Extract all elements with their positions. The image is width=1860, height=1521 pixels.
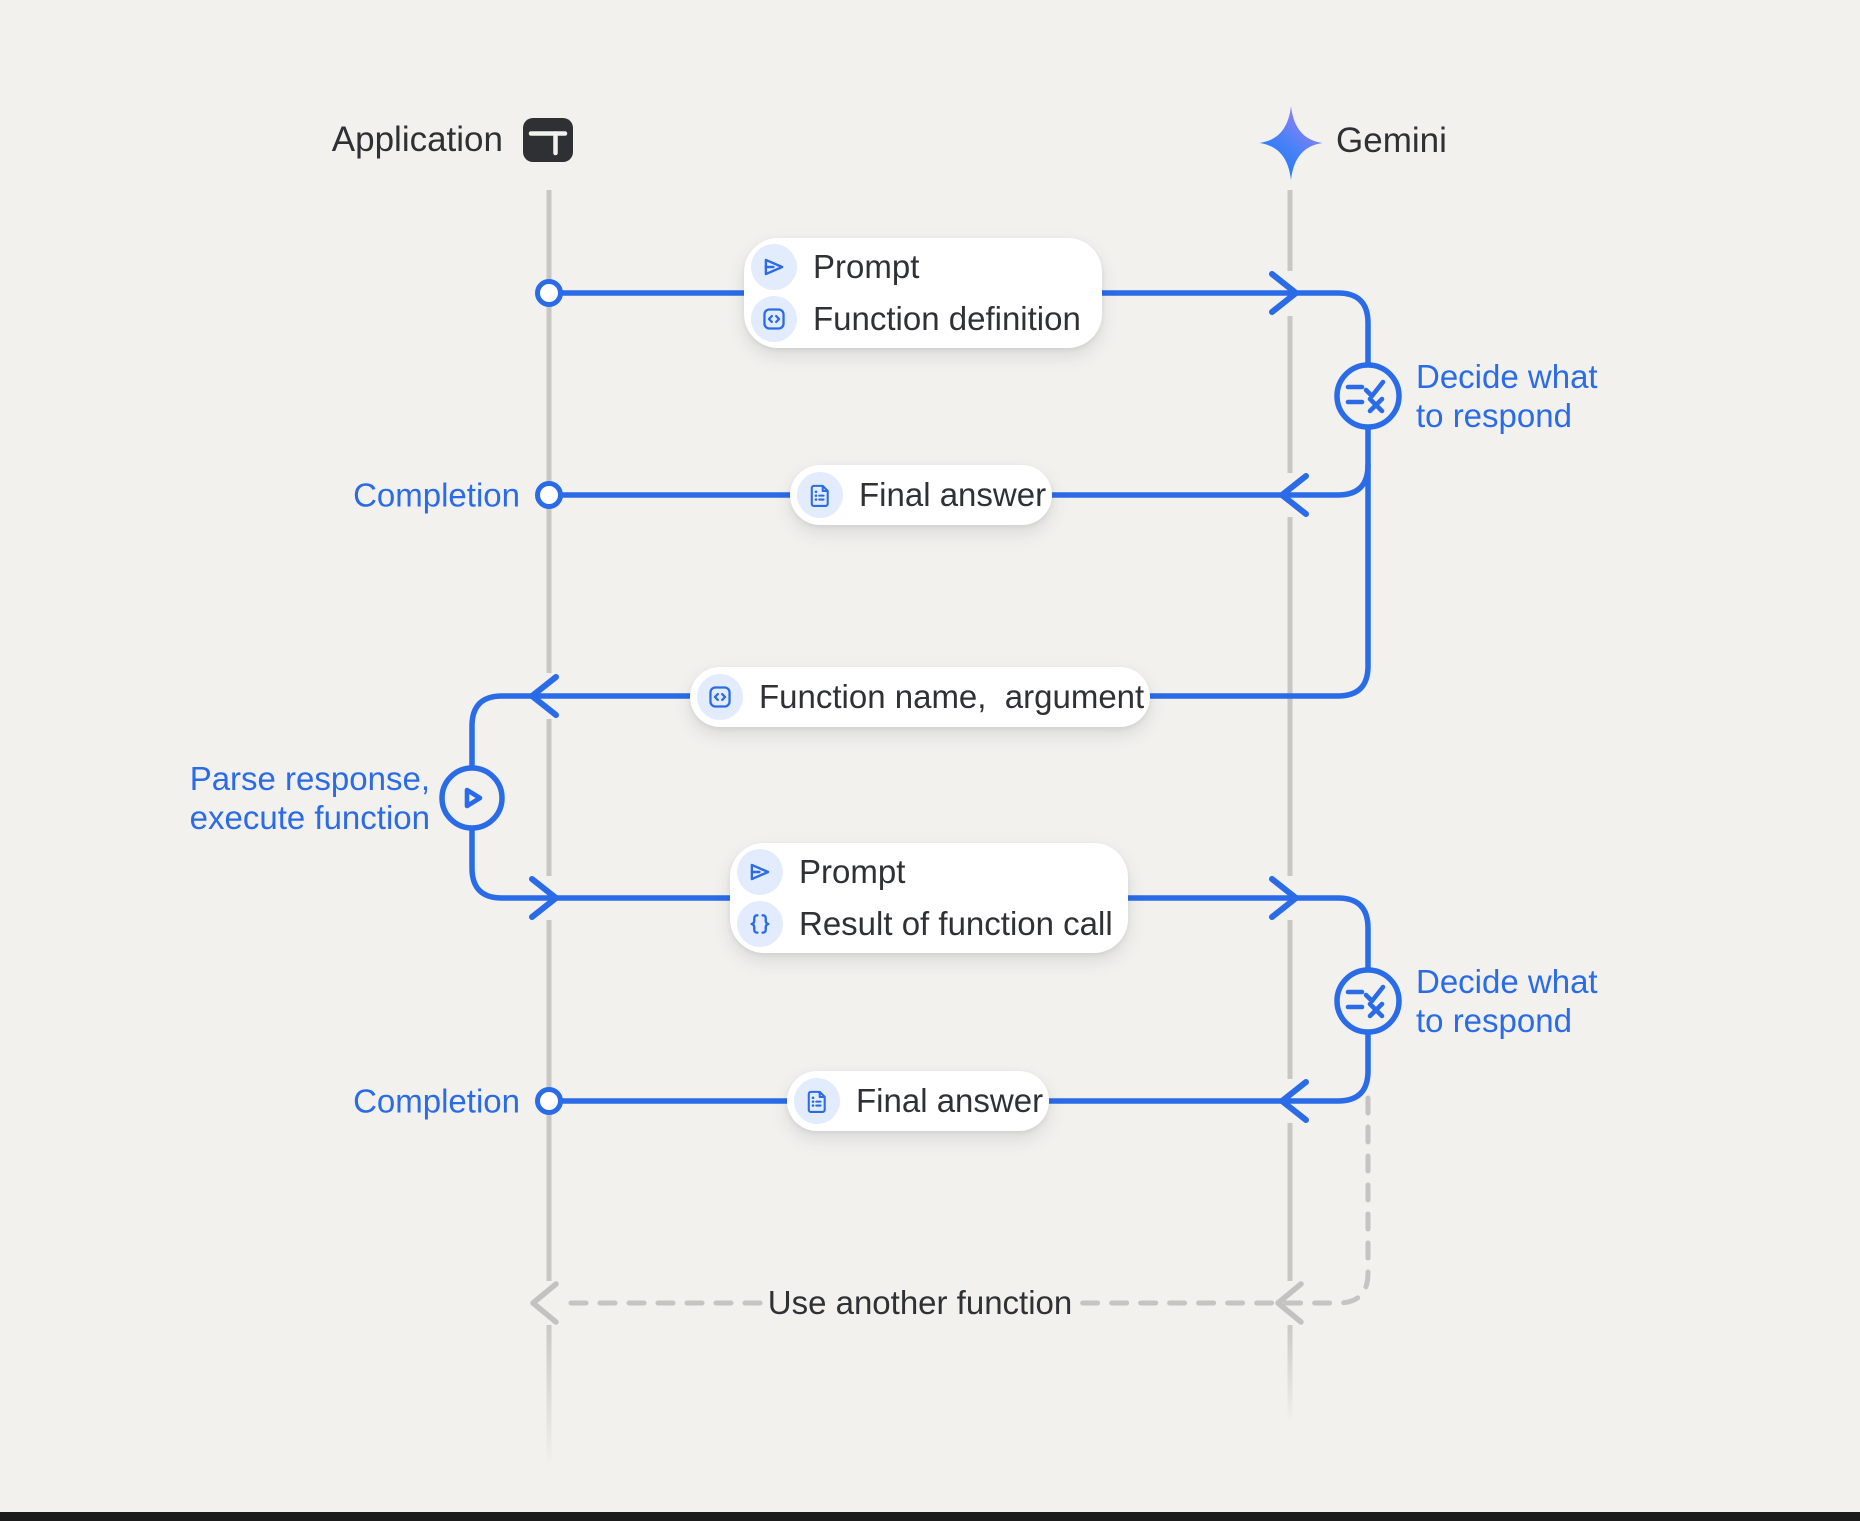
message-pill-prompt-function-definition: Prompt Function definition — [744, 238, 1102, 348]
code-icon — [697, 674, 743, 720]
decide-rules-icon — [1345, 984, 1386, 1019]
arrowhead-right-gemini-prompt2 — [1269, 876, 1299, 920]
parse-execute-node — [439, 765, 505, 831]
parse-label-line: execute function — [189, 799, 430, 836]
play-icon — [464, 787, 483, 809]
pill-label: Final answer — [856, 1082, 1044, 1119]
pill-row: Prompt — [737, 849, 1128, 895]
pill-label: Function definition — [813, 300, 1081, 337]
message-pill-prompt-result: Prompt Result of function call — [730, 843, 1128, 953]
message-pill-final-answer-1: Final answer — [790, 465, 1052, 525]
arrowhead-left-gray-gemini — [1275, 1281, 1304, 1325]
pill-label: Function name, argument — [759, 678, 1145, 715]
braces-icon — [737, 901, 783, 947]
arrowhead-left-gemini-final1 — [1279, 473, 1309, 517]
origin-ring-completion2 — [535, 1087, 563, 1115]
note-icon — [794, 1078, 840, 1124]
pill-label: Result of function call — [799, 905, 1113, 942]
parse-label-line: Parse response, — [189, 760, 430, 797]
arrowhead-right-gemini-prompt1 — [1269, 271, 1299, 315]
arrowhead-left-application-function — [529, 674, 559, 718]
pill-row: Function definition — [751, 296, 1102, 342]
arrowhead-left-gemini-final2 — [1279, 1079, 1309, 1123]
pill-label: Prompt — [799, 853, 906, 890]
decide-node-2 — [1334, 967, 1402, 1035]
decide-rules-icon — [1345, 379, 1386, 414]
decide-label-line: to respond — [1416, 1002, 1572, 1039]
decide-label-line: to respond — [1416, 397, 1572, 434]
message-pill-function-name-argument: Function name, argument — [690, 667, 1150, 727]
send-icon — [737, 849, 783, 895]
origin-ring-completion1 — [535, 481, 563, 509]
pill-row: Result of function call — [737, 901, 1128, 947]
message-pill-final-answer-2: Final answer — [787, 1071, 1049, 1131]
completion-label-2: Completion — [353, 1082, 520, 1120]
pill-row: Prompt — [751, 244, 1102, 290]
completion-label-1: Completion — [353, 476, 520, 514]
decide-label-line: Decide what — [1416, 358, 1598, 395]
app-window-icon — [523, 118, 573, 162]
pill-row: Function name, argument — [697, 674, 1150, 720]
origin-ring-prompt1 — [535, 279, 563, 307]
arrowhead-right-application-prompt2 — [529, 876, 559, 920]
pill-row: Final answer — [794, 1078, 1049, 1124]
application-title: Application — [331, 120, 503, 159]
use-another-function-label: Use another function — [767, 1284, 1073, 1321]
parse-execute-label: Parse response,execute function — [190, 759, 430, 837]
use-another-function-dashed-path — [559, 1095, 1371, 1306]
send-icon — [751, 244, 797, 290]
pill-label: Final answer — [859, 476, 1047, 513]
bottom-edge-bar — [0, 1512, 1860, 1521]
decide-node-1 — [1334, 362, 1402, 430]
arrowhead-left-gray-application — [530, 1281, 559, 1325]
gemini-star-icon — [1259, 106, 1323, 180]
pill-label: Prompt — [813, 248, 920, 285]
decide-label-line: Decide what — [1416, 963, 1598, 1000]
note-icon — [797, 472, 843, 518]
pill-row: Final answer — [797, 472, 1052, 518]
code-icon — [751, 296, 797, 342]
gemini-title: Gemini — [1336, 121, 1447, 160]
